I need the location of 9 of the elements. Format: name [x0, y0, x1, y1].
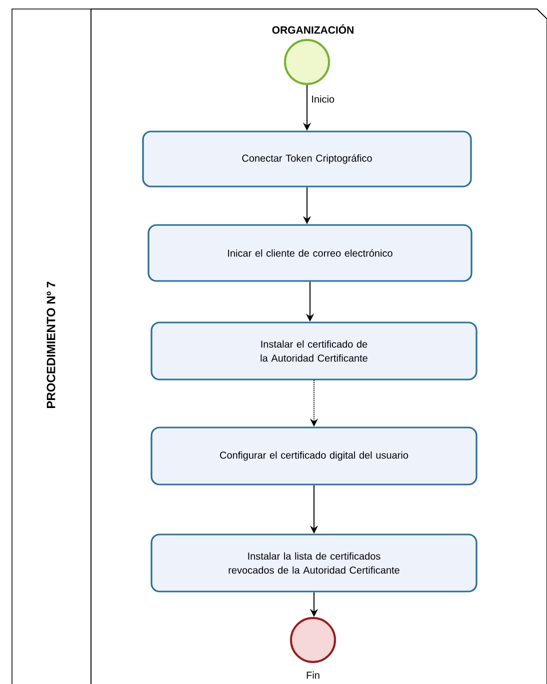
task-box: Conectar Token Criptográfico	[142, 130, 472, 188]
end-event-circle	[290, 617, 336, 663]
task-box: Inicar el cliente de correo electrónico	[148, 224, 472, 282]
start-event-circle	[284, 39, 330, 85]
task-box: Instalar la lista de certificados revocados de la Autoridad Certificante	[150, 534, 478, 592]
event-label: Fin	[306, 671, 320, 679]
task-box: Instalar el certificado de la Autoridad Certificante	[150, 322, 478, 380]
task-box: Configurar el certificado digital del usuario	[150, 426, 478, 486]
event-label: Inicio	[312, 95, 334, 103]
